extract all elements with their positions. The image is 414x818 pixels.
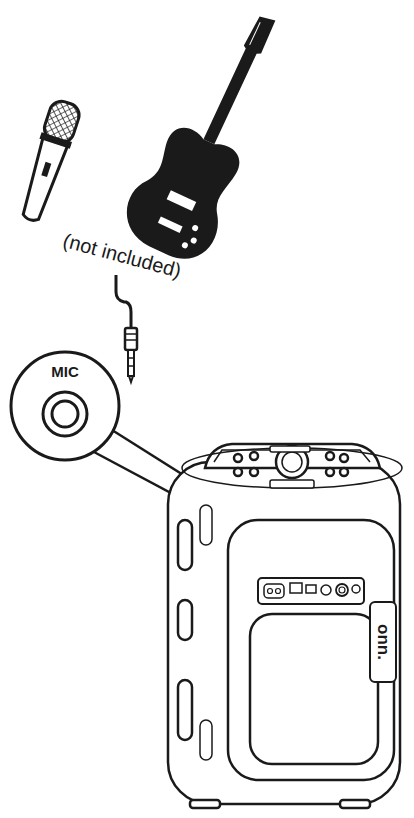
- audio-cable: [116, 275, 137, 382]
- port-label: MIC: [9, 363, 121, 380]
- party-speaker: [168, 444, 402, 808]
- callout-circle: MIC: [9, 350, 121, 462]
- guitar-icon: [115, 0, 309, 270]
- brand-logo: onn.: [373, 624, 393, 660]
- microphone-icon: [15, 98, 83, 225]
- note-text: (not included): [60, 229, 183, 283]
- jack-hole: [52, 401, 78, 427]
- jack-socket: [43, 392, 87, 436]
